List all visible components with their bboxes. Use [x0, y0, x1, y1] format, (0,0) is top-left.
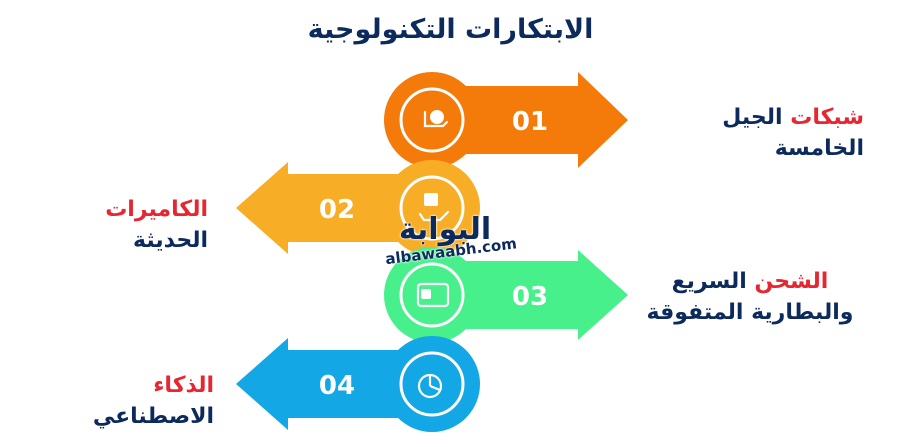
arrow-02-body — [236, 162, 432, 254]
arrow-02: 02 — [236, 160, 480, 256]
arrow-03-ring — [399, 262, 465, 328]
pie-chart-icon — [417, 373, 443, 399]
label-03-highlight: الشحن — [754, 269, 829, 294]
arrow-03: 03 — [384, 247, 628, 343]
arrow-02-ring — [399, 175, 465, 241]
page-title: الابتكارات التكنولوجية — [307, 14, 594, 45]
watermark-arabic: البوابة — [398, 212, 492, 247]
watermark-logo: البوابة albawaabh.com — [384, 212, 517, 269]
label-01-rest: الجيل الخامسة — [722, 105, 864, 161]
label-03: الشحن السريع والبطارية المتفوقة — [640, 266, 860, 328]
arrow-01-number: 01 — [512, 107, 548, 137]
box-hand-icon — [418, 193, 450, 222]
arrow-03-body — [432, 250, 628, 340]
arrow-01-ring — [399, 87, 465, 153]
label-01: شبكات الجيل الخامسة — [640, 102, 864, 164]
label-02-rest: الحديثة — [133, 228, 208, 253]
arrow-01-body — [432, 72, 628, 168]
label-03-rest: السريع — [671, 269, 755, 294]
label-02: الكاميرات الحديثة — [40, 194, 208, 256]
arrow-02-disc — [384, 160, 480, 256]
label-03-line2: والبطارية المتفوقة — [646, 300, 854, 325]
arrow-04-ring — [399, 351, 465, 417]
label-04-highlight: الذكاء — [153, 373, 214, 398]
arrow-02-number: 02 — [319, 195, 355, 225]
arrow-04: 04 — [236, 336, 480, 432]
arrow-04-number: 04 — [319, 371, 355, 401]
label-01-highlight: شبكات — [790, 105, 864, 130]
arrow-04-disc — [384, 336, 480, 432]
arrow-03-number: 03 — [512, 282, 548, 312]
label-02-highlight: الكاميرات — [105, 197, 208, 222]
label-04-rest: الاصطناعي — [92, 404, 214, 429]
dollar-hand-icon — [423, 110, 449, 128]
arrow-01: 01 — [384, 72, 628, 168]
wallet-icon — [416, 282, 450, 308]
label-04: الذكاء الاصطناعي — [38, 370, 214, 432]
arrow-04-body — [236, 338, 432, 430]
arrow-03-disc — [384, 247, 480, 343]
